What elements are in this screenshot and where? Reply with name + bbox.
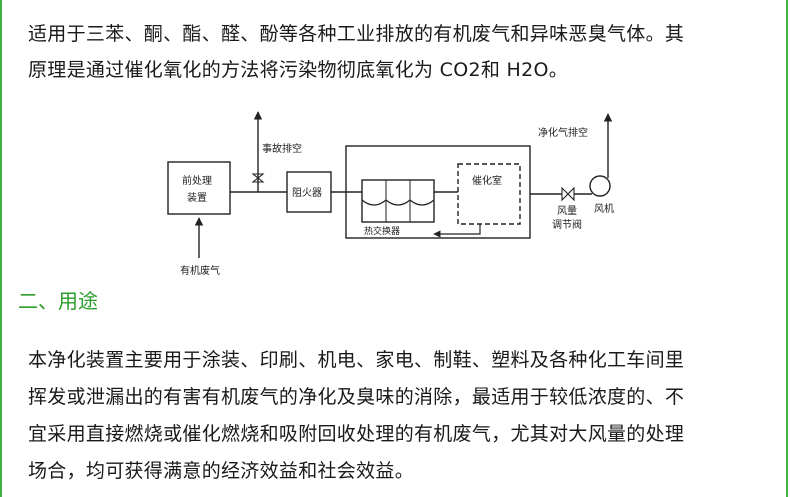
usage-line-4: 场合，均可获得满意的经济效益和社会效益。 — [28, 460, 415, 482]
usage-line-3: 宜采用直接燃烧或催化燃烧和吸附回收处理的有机废气，尤其对大风量的处理 — [28, 423, 685, 445]
emergency-exhaust-label: 事故排空 — [262, 142, 302, 155]
intro-line-2: 原理是通过催化氧化的方法将污染物彻底氧化为 CO2和 H2O。 — [28, 59, 569, 81]
damper-label-2: 调节阀 — [552, 218, 582, 231]
catalytic-chamber-label: 催化室 — [472, 174, 502, 187]
heat-exchanger-label: 热交换器 — [364, 225, 400, 237]
heat-exchanger-box — [361, 179, 435, 223]
clean-exhaust-label: 净化气排空 — [538, 126, 588, 139]
section-heading: 二、用途 — [18, 289, 98, 313]
intro-line-1: 适用于三苯、酮、酯、醛、酚等各种工业排放的有机废气和异味恶臭气体。其 — [28, 23, 685, 45]
process-flow-diagram: 前处理 装置 阻火器 催化室 热交换器 事故排空 净化气排空 风量 调节阀 风机… — [167, 111, 614, 277]
organic-waste-gas-label: 有机废气 — [180, 264, 220, 277]
usage-line-1: 本净化装置主要用于涂装、印刷、机电、家电、制鞋、塑料及各种化工车间里 — [28, 349, 685, 371]
catalytic-chamber-box — [457, 163, 521, 225]
damper-label-1: 风量 — [557, 205, 577, 217]
fan-symbol — [589, 175, 611, 197]
usage-paragraph: 本净化装置主要用于涂装、印刷、机电、家电、制鞋、塑料及各种化工车间里 挥发或泄漏… — [28, 342, 768, 490]
intro-paragraph: 适用于三苯、酮、酯、醛、酚等各种工业排放的有机废气和异味恶臭气体。其 原理是通过… — [28, 16, 768, 88]
usage-line-2: 挥发或泄漏出的有害有机废气的净化及臭味的消除，最适用于较低浓度的、不 — [28, 386, 685, 408]
pretreatment-label-1: 前处理 — [182, 174, 212, 187]
flame-arrester-label: 阻火器 — [292, 187, 322, 199]
pretreatment-label-2: 装置 — [187, 191, 207, 204]
fan-label: 风机 — [594, 202, 614, 215]
pretreatment-box — [167, 161, 231, 215]
